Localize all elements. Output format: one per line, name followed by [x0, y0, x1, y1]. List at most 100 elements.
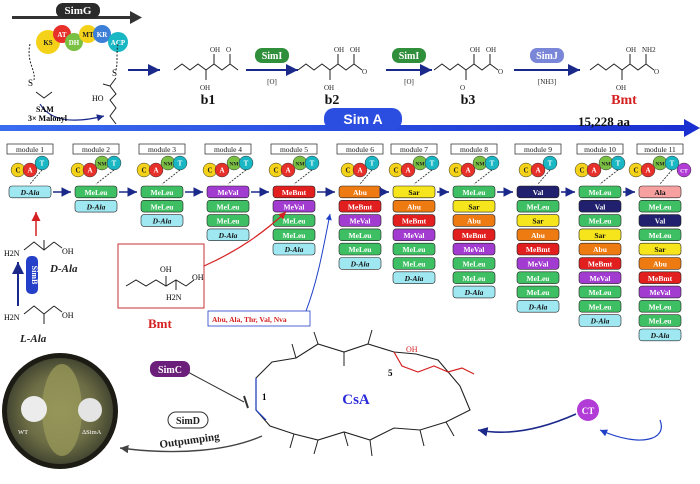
csa-backbone: [255, 343, 471, 441]
residue-box: [206, 200, 250, 213]
domain-label: T: [178, 160, 183, 168]
ct-label: CT: [582, 406, 595, 416]
simb-box: [26, 256, 38, 294]
residue-label: MeLeu: [589, 288, 612, 297]
module-label: module 9: [524, 145, 552, 154]
module-label: module 1: [16, 145, 44, 154]
substrate-to-module6-arrow: [305, 213, 332, 312]
sima-size: 15,228 aa: [578, 114, 631, 129]
residue-box: [392, 185, 436, 199]
pks-domain-label: AT: [57, 31, 67, 39]
outpumping-label: Outpumping: [159, 431, 221, 451]
residue-label: MeLeu: [85, 188, 108, 197]
simc-bar: [243, 395, 249, 409]
residue-label: MeLeu: [403, 245, 426, 254]
simc-inhibit-line: [183, 369, 245, 403]
residue-box: [338, 228, 382, 241]
domain-label: C: [523, 167, 528, 175]
compound-group: OH: [470, 46, 480, 54]
csa-pos5: 5: [388, 368, 393, 378]
module-label: module 2: [82, 145, 110, 154]
residue-label: D-Ala: [590, 317, 610, 326]
outpumping-arrow: [119, 435, 263, 454]
csa-bmt-unit: [393, 351, 475, 375]
bmt-to-module5-arrow: [203, 211, 287, 267]
compound-label: b1: [201, 93, 216, 108]
residue-box: [578, 185, 622, 199]
residue-label: MeLeu: [527, 288, 550, 297]
domain-label: NM: [97, 162, 107, 168]
residue-box: [392, 200, 436, 213]
module-label: module 10: [584, 145, 616, 154]
bmt-structure-box: [117, 243, 205, 309]
precursors: H2N OH D-Ala SimB H2N OH L-Ala OH H2N OH…: [4, 211, 332, 345]
residue-label: D-Ala: [218, 231, 238, 240]
colony-wt: [21, 396, 47, 422]
module-label-box: [6, 143, 54, 155]
residue-box: [452, 185, 496, 199]
simg-label-box: [56, 3, 100, 18]
residue-box: [452, 257, 496, 270]
residue-label: MeVal: [650, 288, 671, 297]
residue-label: Sar: [408, 188, 420, 197]
csa-bmt-oh: OH: [406, 345, 418, 354]
module-label-box: [336, 143, 384, 155]
pks-domain-label: KR: [97, 31, 108, 39]
residue-label: Sar: [532, 217, 544, 226]
csa-product: CsA 1 5 OH CT SimC SimD Outpumping: [119, 329, 662, 457]
residue-box: [578, 200, 622, 213]
domain-label: A: [535, 167, 540, 175]
residue-box: [578, 214, 622, 227]
domain-a: [400, 162, 416, 178]
domain-label: C: [141, 167, 146, 175]
residue-label: MeLeu: [283, 231, 306, 240]
residue-label: MeBmt: [526, 245, 551, 254]
domain-label: A: [27, 167, 32, 175]
domain-a: [82, 162, 98, 178]
csa-pos1: 1: [262, 392, 267, 402]
residue-box: [8, 185, 52, 199]
enzyme-box: [392, 48, 426, 63]
residue-label: MeVal: [464, 245, 485, 254]
ks-tether: [28, 43, 35, 81]
residue-box: [206, 228, 250, 241]
residue-box: [638, 200, 682, 213]
residue-box: [638, 242, 682, 256]
domain-label: A: [357, 167, 362, 175]
d-ala-amine: H2N: [4, 249, 20, 258]
l-ala-amine: H2N: [4, 313, 20, 322]
residue-box: [140, 214, 184, 227]
residue-label: MeBmt: [402, 217, 427, 226]
residue-label: MeVal: [218, 188, 239, 197]
module11-to-ct-arrow: [599, 419, 662, 441]
residue-label: MeBmt: [348, 202, 373, 211]
module-label-box: [72, 143, 120, 155]
domain-label: C: [273, 167, 278, 175]
pathway-step-1: SimI[O]: [246, 48, 298, 86]
residue-label: MeVal: [404, 231, 425, 240]
domain-label: A: [645, 167, 650, 175]
residue-box: [338, 214, 382, 227]
sima-title-box: [324, 108, 402, 130]
compound-group: O: [654, 68, 659, 76]
residue-box: [452, 214, 496, 227]
acp-carbonyl: [102, 83, 111, 87]
compound-label: b2: [325, 93, 340, 108]
domain-ct: [676, 162, 692, 178]
acp-chain: [109, 77, 117, 125]
residue-label: Abu: [407, 202, 421, 211]
d-ala-bonds: [23, 240, 63, 251]
residue-label: MeVal: [528, 260, 549, 269]
domain-label: C: [345, 167, 350, 175]
residue-box: [452, 228, 496, 241]
residue-box: [516, 257, 560, 270]
residue-box: [578, 271, 622, 284]
ct-to-csa-arrow: [477, 413, 577, 437]
residue-box: [516, 300, 560, 313]
